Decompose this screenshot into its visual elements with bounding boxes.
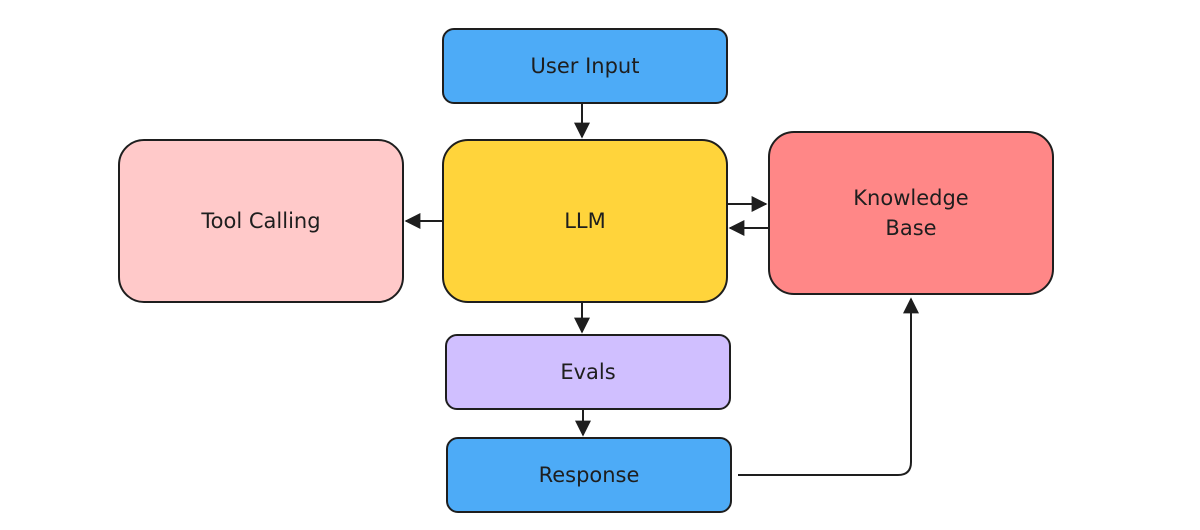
knowledge-base-node: Knowledge Base <box>768 131 1054 295</box>
arrow-response-to-knowledge-base <box>738 297 919 476</box>
tool-calling-label: Tool Calling <box>201 209 321 233</box>
llm-node: LLM <box>442 139 728 303</box>
knowledge-base-label: Knowledge Base <box>853 186 969 240</box>
user-input-label: User Input <box>530 54 640 78</box>
response-label: Response <box>538 463 640 487</box>
user-input-node: User Input <box>442 28 728 104</box>
llm-label: LLM <box>564 209 606 233</box>
evals-node: Evals <box>445 334 731 410</box>
tool-calling-node: Tool Calling <box>118 139 404 303</box>
response-node: Response <box>446 437 732 513</box>
evals-label: Evals <box>560 360 616 384</box>
